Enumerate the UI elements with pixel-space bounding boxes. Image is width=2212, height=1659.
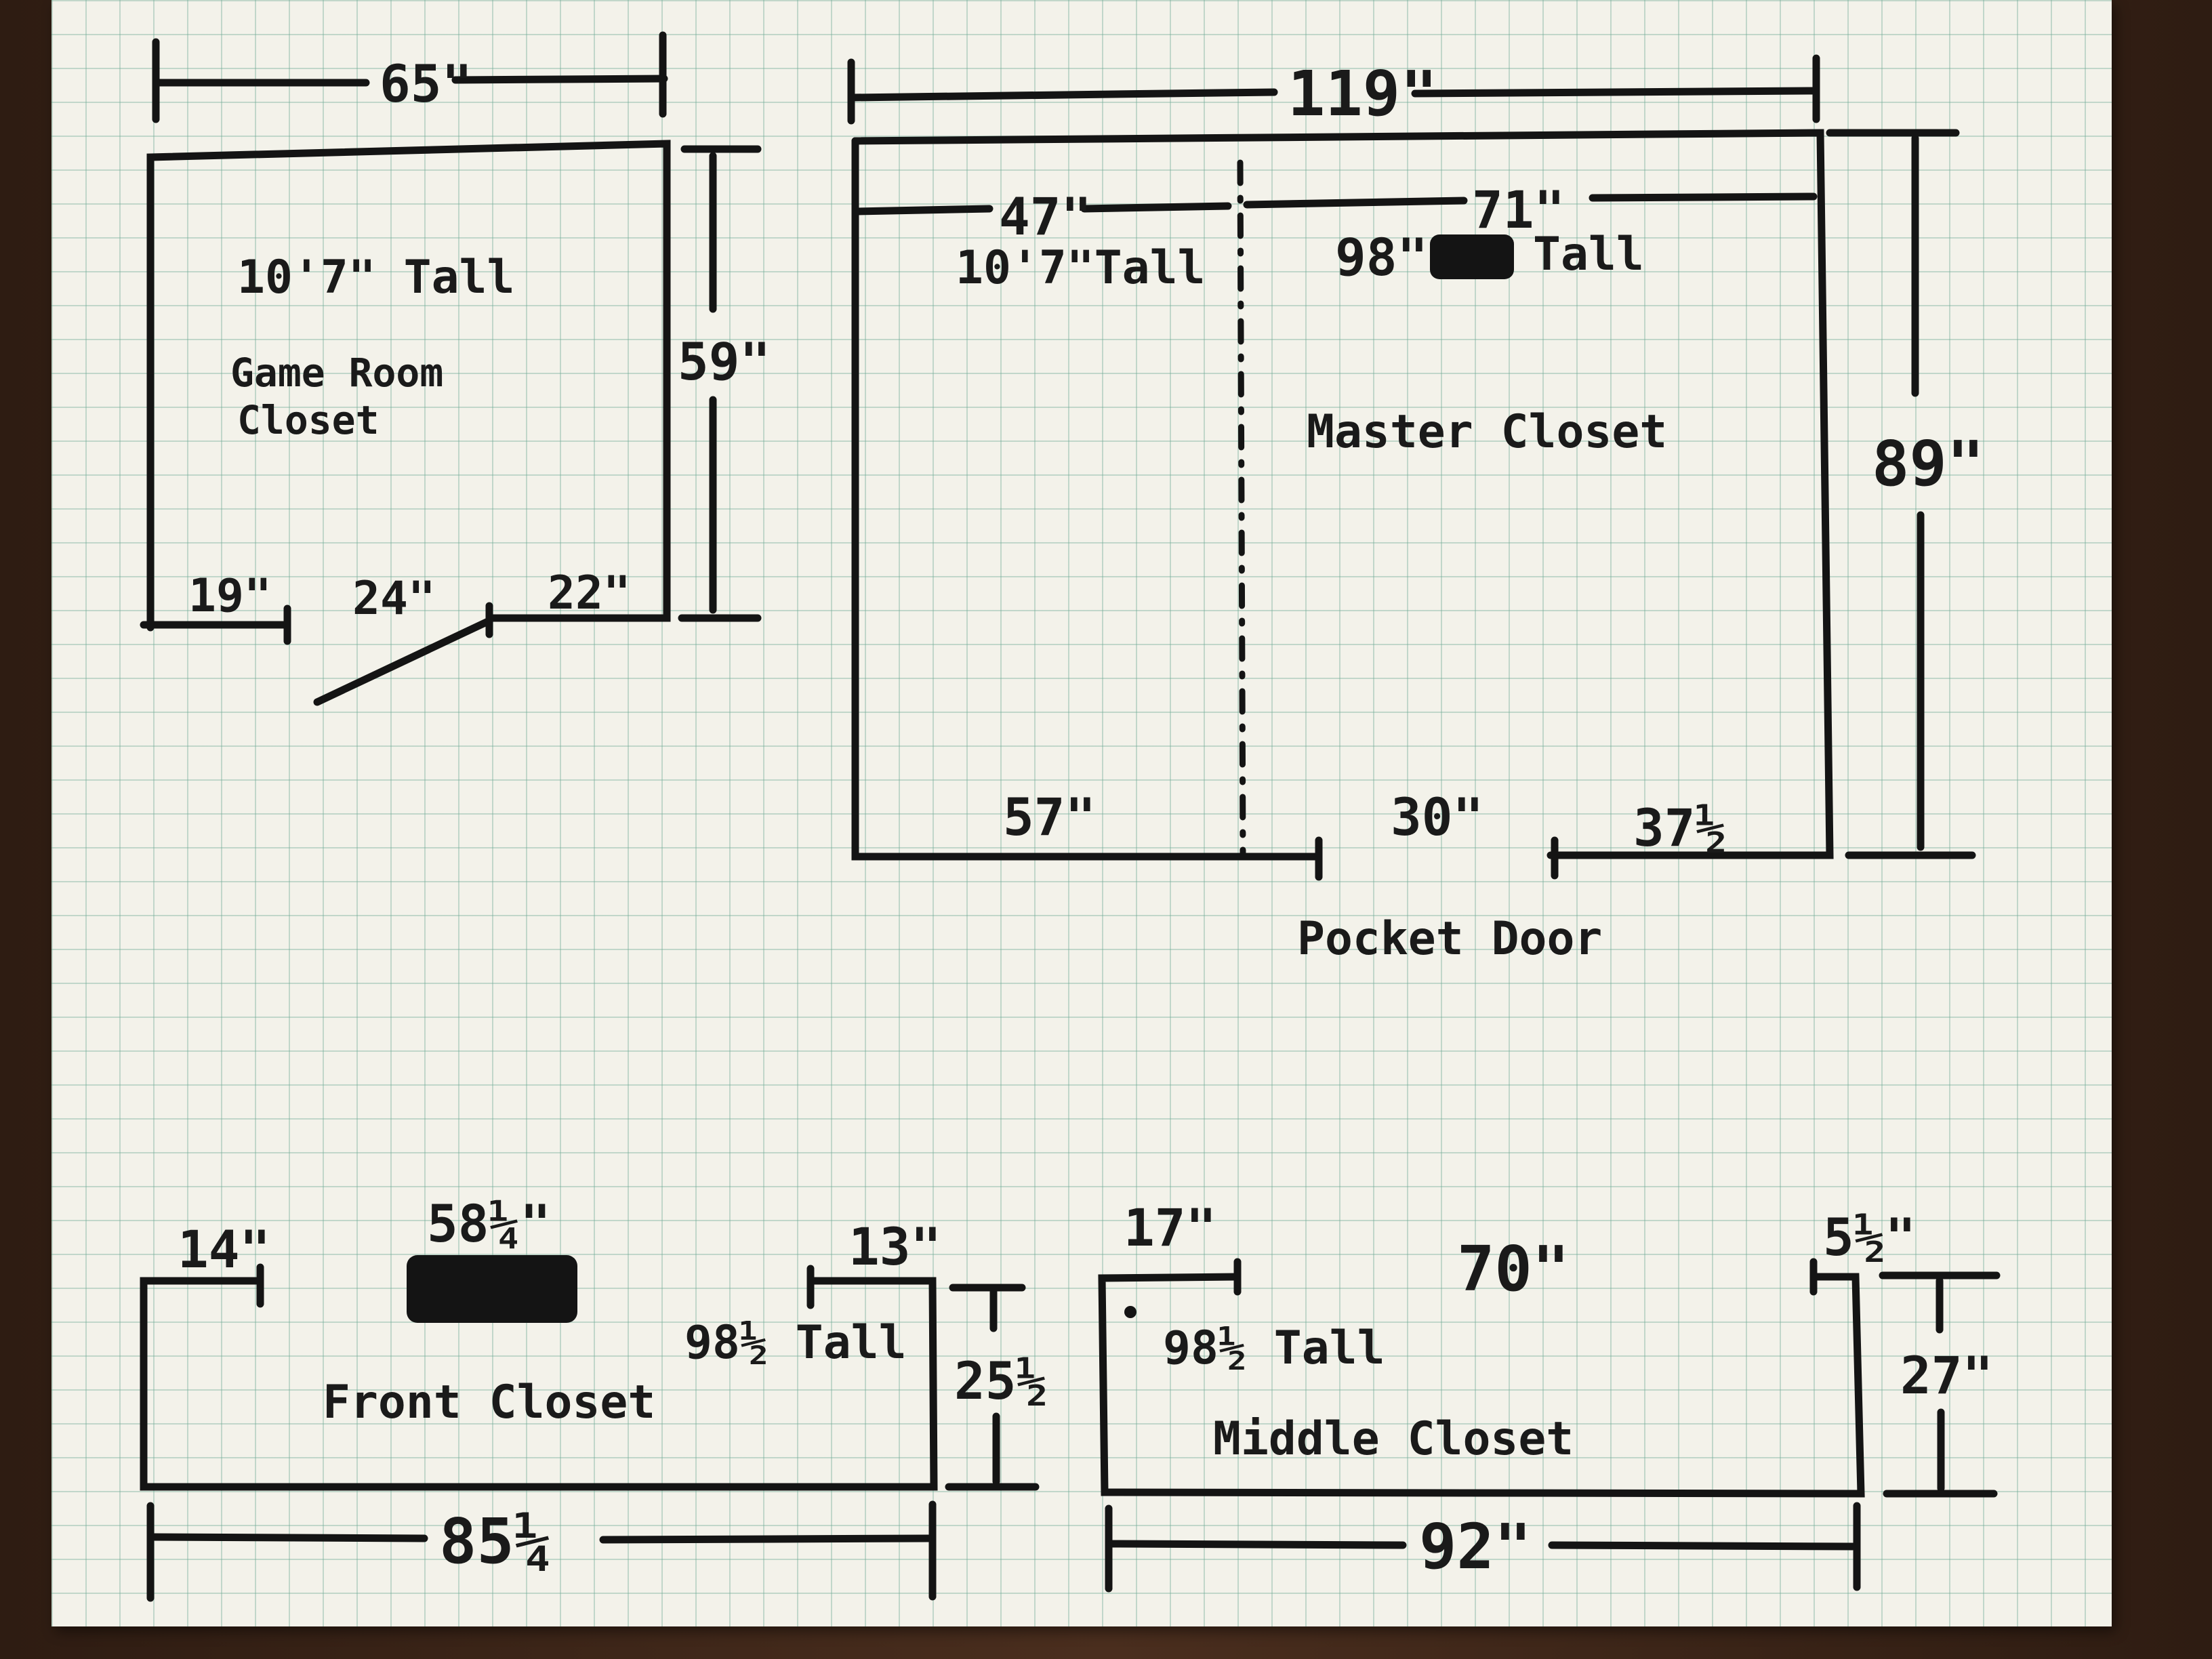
master-closet-walls xyxy=(851,129,1834,859)
front-depth-label: 25½ xyxy=(954,1351,1047,1411)
graph-paper-sheet xyxy=(52,0,2112,1626)
middle-width-dimension-left xyxy=(1107,1540,1407,1549)
game-room-closet-walls xyxy=(146,140,671,632)
front-width-label: 85¼ xyxy=(439,1505,552,1578)
front-width-dimension-left xyxy=(149,1533,428,1542)
master-right-section-label: 71" xyxy=(1472,180,1565,240)
middle-right-return-label: 5½" xyxy=(1823,1207,1916,1267)
master-right-section-dimension-right xyxy=(1589,192,1818,202)
game-room-name-line1: Game Room xyxy=(230,350,443,396)
middle-span-label: 70" xyxy=(1457,1233,1570,1305)
master-closet-partition-line xyxy=(1237,159,1246,859)
front-right-return-label: 13" xyxy=(848,1216,941,1277)
master-left-height-label: 10'7"Tall xyxy=(956,241,1205,295)
master-bottom-right-label: 37½ xyxy=(1633,798,1726,858)
middle-width-label: 92" xyxy=(1419,1511,1532,1583)
game-room-left-return-label: 19" xyxy=(188,569,272,623)
master-right-height-value: 98" xyxy=(1335,227,1428,287)
master-width-dimension-left xyxy=(847,88,1278,102)
master-left-section-label: 47" xyxy=(999,186,1092,247)
master-closet: 119" 47" 71" 10'7"Tall 98" Tall Master C… xyxy=(847,54,1984,966)
master-left-section-dimension-right xyxy=(1080,202,1232,213)
front-closet-name: Front Closet xyxy=(323,1376,655,1429)
middle-width-dimension-right xyxy=(1548,1541,1857,1551)
master-left-section-dimension-left xyxy=(853,205,994,216)
front-width-dimension-right xyxy=(599,1534,933,1544)
middle-height-label: 98½ Tall xyxy=(1163,1322,1385,1375)
game-room-closet: 65" 59" 10'7" Tall Game Room Closet 19" … xyxy=(140,31,771,706)
master-closet-left-wall xyxy=(851,137,1323,861)
game-room-right-return-label: 22" xyxy=(548,567,631,620)
middle-closet-dot-mark xyxy=(1124,1306,1136,1318)
front-height-label: 98½ Tall xyxy=(684,1316,907,1370)
master-closet-name: Master Closet xyxy=(1307,405,1667,459)
game-room-door-label: 24" xyxy=(352,572,436,626)
middle-left-return-label: 17" xyxy=(1124,1197,1216,1258)
master-right-section-dimension-left xyxy=(1243,197,1468,209)
game-room-closet-door-swing xyxy=(313,617,493,706)
front-closet: 14" 58¼" 13" 98½ Tall Front Closet 25½ 8… xyxy=(140,1193,1047,1602)
game-room-width-dimension-right xyxy=(451,75,668,84)
front-left-return-label: 14" xyxy=(178,1219,270,1279)
master-right-height-label: Tall xyxy=(1533,228,1644,281)
middle-closet: 17" 70" 5½" 98½ Tall Middle Closet 27" 9… xyxy=(1098,1197,2001,1593)
front-closet-walls xyxy=(140,1277,938,1491)
game-room-width-label: 65" xyxy=(380,54,472,114)
master-bottom-left-label: 57" xyxy=(1003,787,1096,847)
master-scribble-out-mark xyxy=(1430,234,1514,279)
middle-depth-label: 27" xyxy=(1900,1345,1993,1406)
middle-closet-walls xyxy=(1098,1273,1865,1498)
master-width-dimension-right xyxy=(1411,87,1816,98)
game-room-name-line2: Closet xyxy=(237,397,380,443)
middle-closet-name: Middle Closet xyxy=(1213,1412,1574,1466)
game-room-height-label: 10'7" Tall xyxy=(237,251,514,304)
master-pocket-door-label: Pocket Door xyxy=(1297,912,1602,966)
front-span-label: 58¼" xyxy=(427,1193,551,1254)
master-width-label: 119" xyxy=(1288,58,1438,130)
game-room-depth-label: 59" xyxy=(678,331,771,392)
front-scribble-out-mark xyxy=(407,1255,577,1323)
master-door-width-label: 30" xyxy=(1391,787,1483,847)
master-depth-label: 89" xyxy=(1872,428,1984,500)
